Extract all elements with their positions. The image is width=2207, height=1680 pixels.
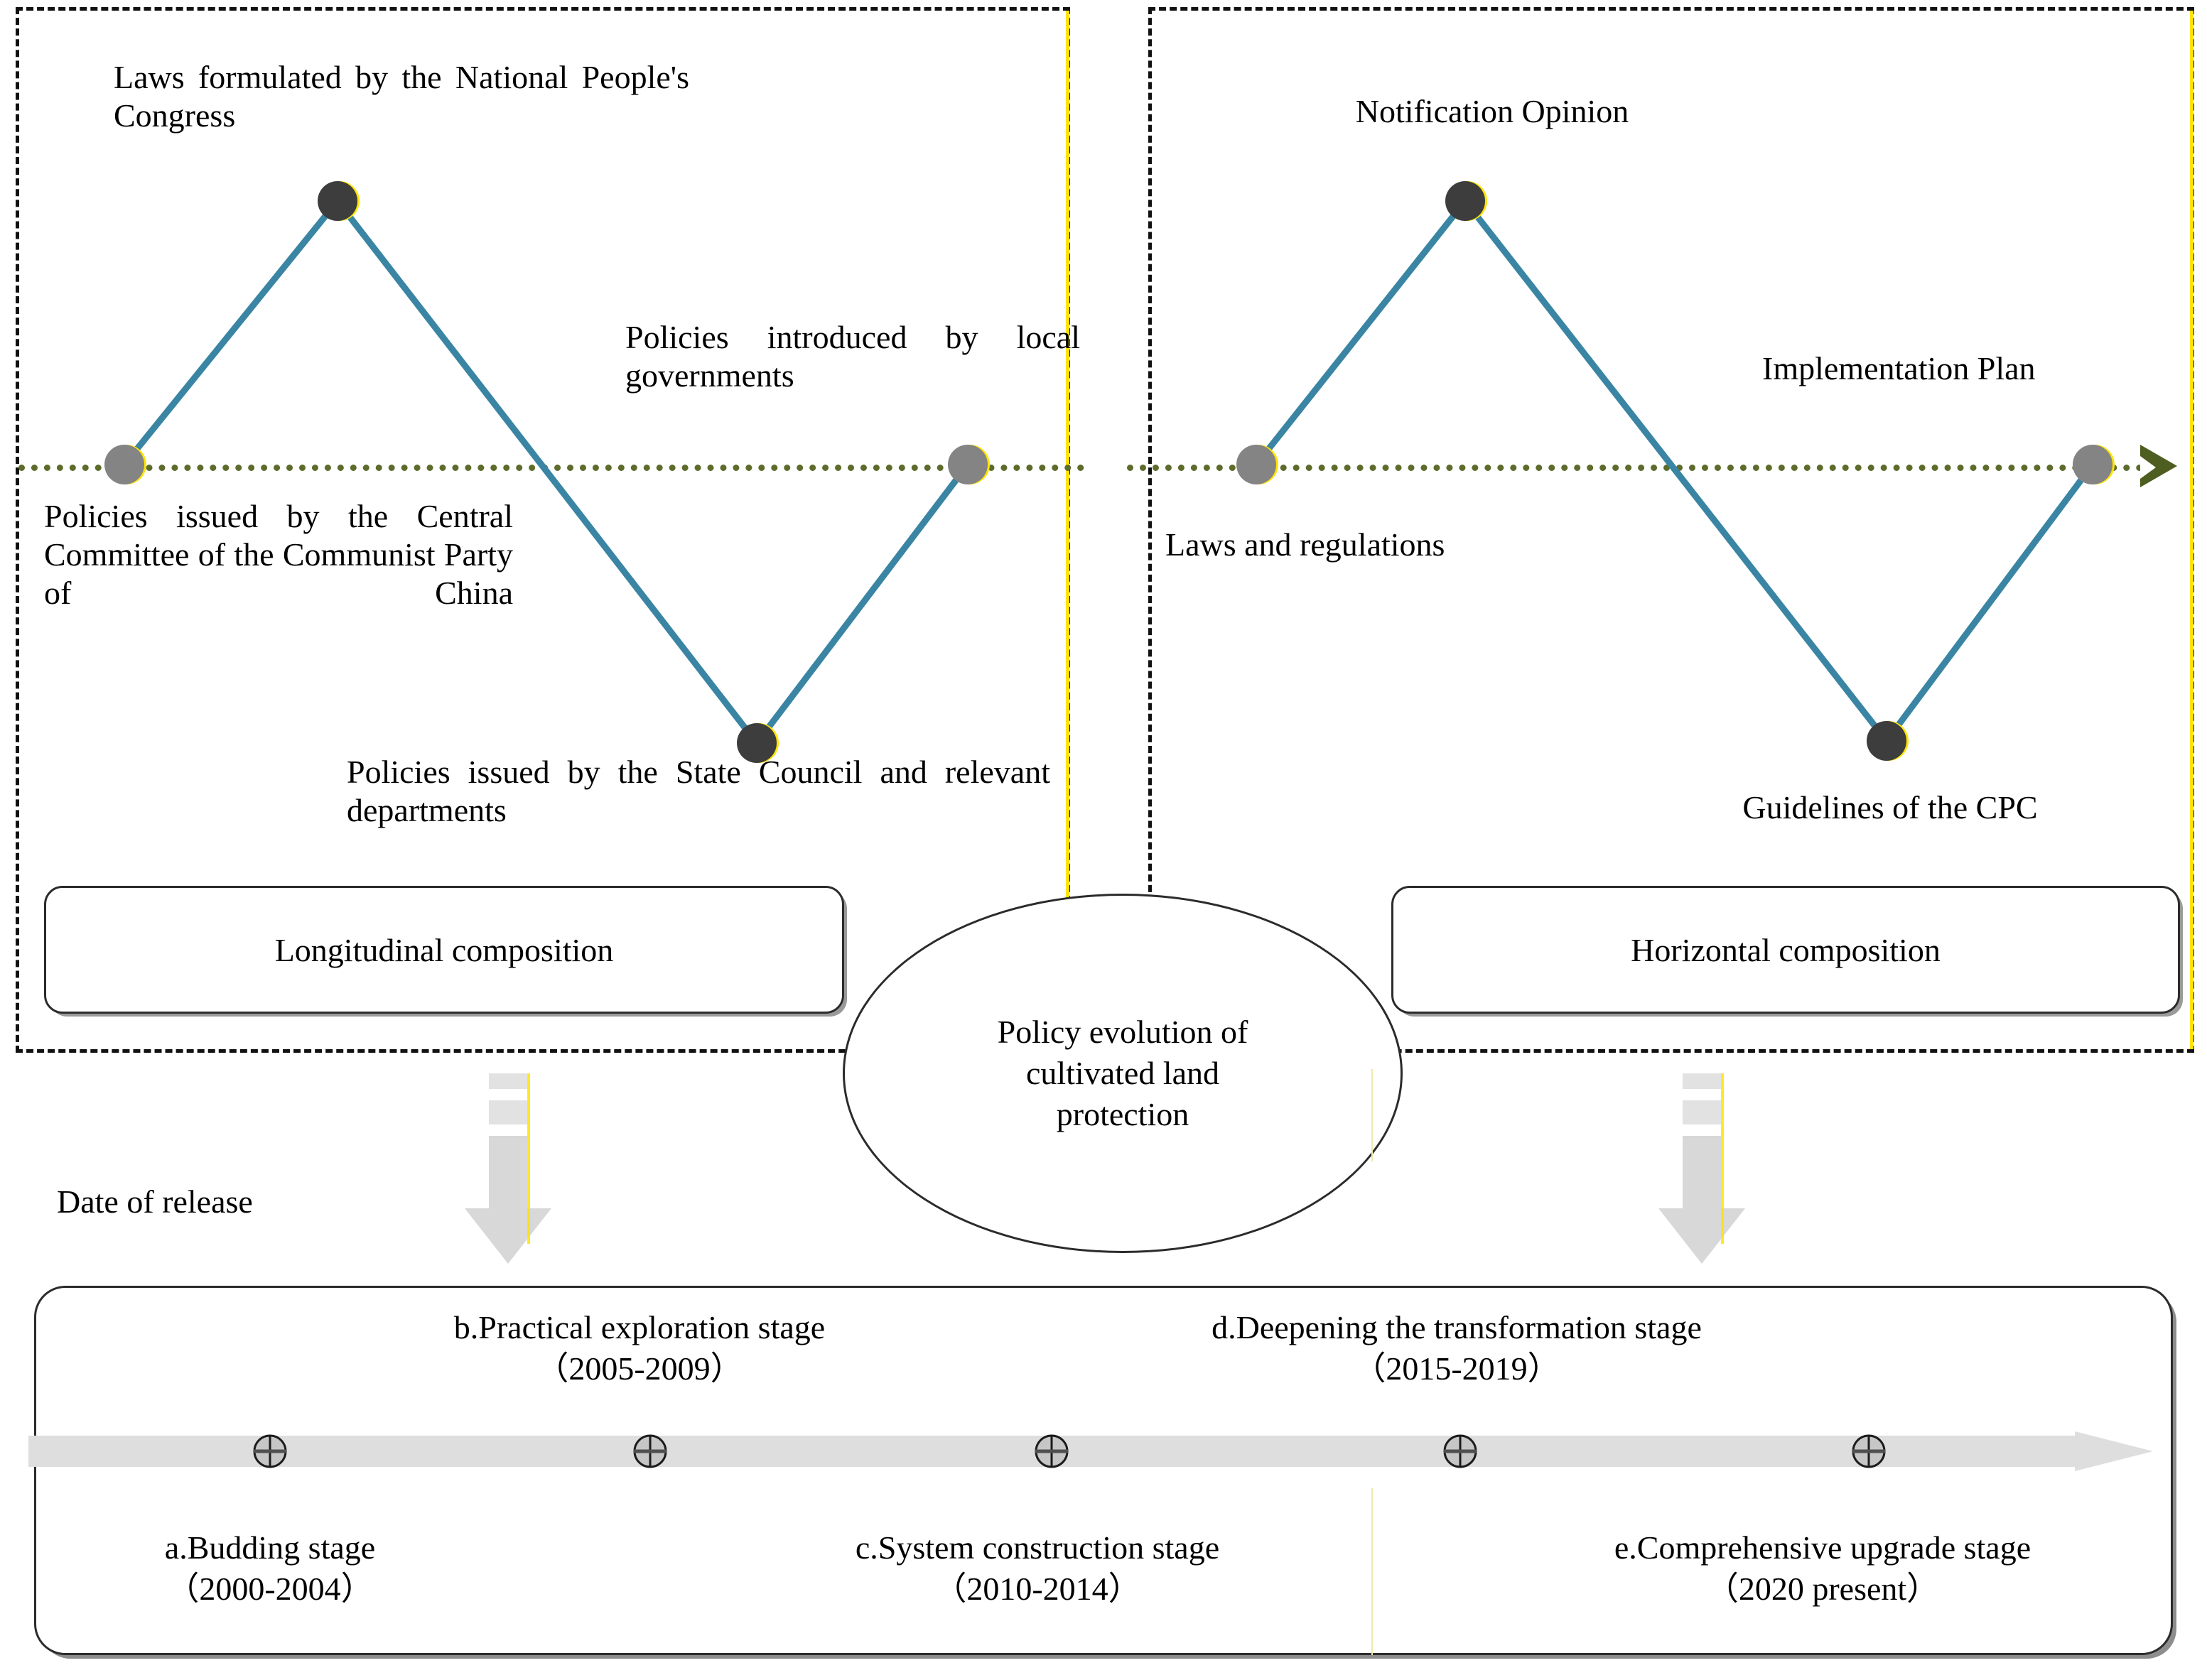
down-arrow-icon-left (465, 1073, 551, 1264)
timeline-stage-a-name: a.Budding stage (164, 1529, 376, 1566)
timeline-stage-d-period: （2015-2019） (1353, 1350, 1560, 1387)
node-marker-dark[interactable] (1445, 181, 1485, 221)
timeline-stage-a: a.Budding stage （2000-2004） (43, 1527, 497, 1609)
baseline-dotted-right (1127, 465, 2143, 471)
timeline-stage-a-period: （2000-2004） (166, 1570, 374, 1607)
longitudinal-composition-box[interactable]: Longitudinal composition (44, 886, 844, 1014)
circle-plus-icon[interactable] (632, 1434, 668, 1469)
center-ellipse-label: Policy evolution of cultivated land prot… (997, 1014, 1248, 1132)
node-label-implementation-plan: Implementation Plan (1762, 350, 2036, 386)
timeline-stage-c-period: （2010-2014） (934, 1570, 1141, 1607)
baseline-dotted-left (18, 465, 1084, 471)
center-ellipse: Policy evolution of cultivated land prot… (843, 894, 1403, 1253)
circle-plus-icon[interactable] (1034, 1434, 1069, 1469)
timeline-arrow-bar (28, 1431, 2153, 1471)
node-marker-gray[interactable] (1236, 445, 1276, 484)
baseline-arrow-icon (2140, 445, 2177, 487)
timeline-card (34, 1286, 2173, 1655)
circle-plus-icon[interactable] (1442, 1434, 1478, 1469)
circle-plus-icon[interactable] (1851, 1434, 1887, 1469)
timeline-stage-b-period: （2005-2009） (536, 1350, 743, 1387)
hairline (1371, 1069, 1373, 1161)
timeline-stage-b-name: b.Practical exploration stage (453, 1309, 826, 1345)
node-label-laws-npc: Laws formulated by the National People's… (114, 59, 689, 134)
node-label-laws-regulations: Laws and regulations (1165, 526, 1445, 563)
node-marker-gray[interactable] (104, 445, 144, 484)
horizontal-composition-label: Horizontal composition (1631, 931, 1941, 968)
timeline-stage-c: c.System construction stage （2010-2014） (711, 1527, 1364, 1609)
longitudinal-composition-label: Longitudinal composition (274, 931, 614, 968)
timeline-stage-c-name: c.System construction stage (855, 1529, 1220, 1566)
node-label-notification-opinion: Notification Opinion (1355, 93, 1629, 129)
timeline-stage-d-name: d.Deepening the transformation stage (1212, 1309, 1702, 1345)
timeline-stage-e: e.Comprehensive upgrade stage （2020 pres… (1464, 1527, 2181, 1609)
horizontal-composition-box[interactable]: Horizontal composition (1391, 886, 2180, 1014)
timeline-stage-e-period: （2020 present） (1705, 1570, 1940, 1607)
circle-plus-icon[interactable] (252, 1434, 288, 1469)
node-marker-gray[interactable] (948, 445, 988, 484)
longitudinal-panel (16, 7, 1070, 1053)
timeline-stage-b: b.Practical exploration stage （2005-2009… (284, 1307, 995, 1389)
timeline-stage-d: d.Deepening the transformation stage （20… (1045, 1307, 1869, 1389)
panel-accent-line (1066, 11, 1069, 1049)
panel-accent-line (2190, 11, 2193, 1049)
horizontal-panel (1148, 7, 2194, 1053)
node-label-guidelines-cpc: Guidelines of the CPC (1742, 789, 2038, 825)
hairline (1371, 1488, 1373, 1655)
node-label-local-governments: Policies introduced by local governments (625, 319, 1080, 394)
node-label-central-committee: Policies issued by the Central Committee… (44, 498, 513, 611)
node-label-state-council: Policies issued by the State Council and… (347, 754, 1050, 828)
date-of-release-label: Date of release (57, 1183, 253, 1220)
node-marker-dark[interactable] (318, 181, 357, 221)
node-marker-dark[interactable] (1867, 721, 1906, 761)
down-arrow-icon-right (1658, 1073, 1745, 1264)
node-marker-gray[interactable] (2073, 445, 2112, 484)
timeline-stage-e-name: e.Comprehensive upgrade stage (1614, 1529, 2031, 1566)
